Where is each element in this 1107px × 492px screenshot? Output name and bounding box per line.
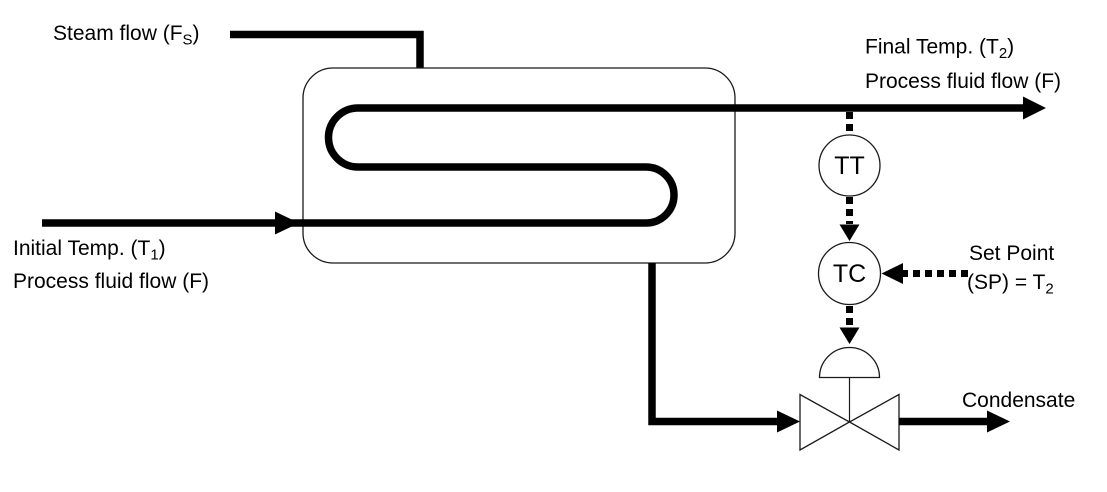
valve-actuator-dome-icon	[818, 346, 881, 379]
final-temp-label: Final Temp. (T2)	[865, 36, 1014, 63]
control-valve-right-triangle-icon	[848, 393, 900, 452]
tt-tc-arrowhead-icon	[839, 224, 860, 241]
temperature-controller-label: TC	[833, 260, 866, 288]
set-point-label-line2: (SP) = T2	[967, 271, 1054, 298]
tc-valve-arrowhead-icon	[839, 327, 860, 344]
initial-temp-label: Initial Temp. (T1)	[13, 237, 166, 264]
process-inlet-arrowhead-icon	[275, 211, 299, 235]
valve-inlet-arrowhead-icon	[777, 410, 800, 433]
steam-flow-label: Steam flow (FS)	[53, 22, 200, 49]
set-point-label-line1: Set Point	[969, 242, 1054, 265]
control-valve-left-triangle-icon	[799, 393, 851, 452]
condensate-drain-line	[648, 263, 778, 426]
setpoint-arrowhead-icon	[881, 263, 903, 284]
process-fluid-coil	[42, 104, 1024, 227]
condensate-arrowhead-icon	[987, 410, 1010, 433]
process-outlet-arrowhead-icon	[1023, 96, 1046, 120]
steam-flow-line	[230, 30, 424, 78]
temperature-transmitter-circle	[818, 134, 881, 197]
temperature-controller-circle	[817, 241, 882, 306]
temperature-transmitter-label: TT	[834, 152, 865, 180]
process-fluid-in-label: Process fluid flow (F)	[13, 270, 209, 293]
process-fluid-out-label: Process fluid flow (F)	[865, 70, 1061, 93]
condensate-label: Condensate	[962, 389, 1075, 412]
